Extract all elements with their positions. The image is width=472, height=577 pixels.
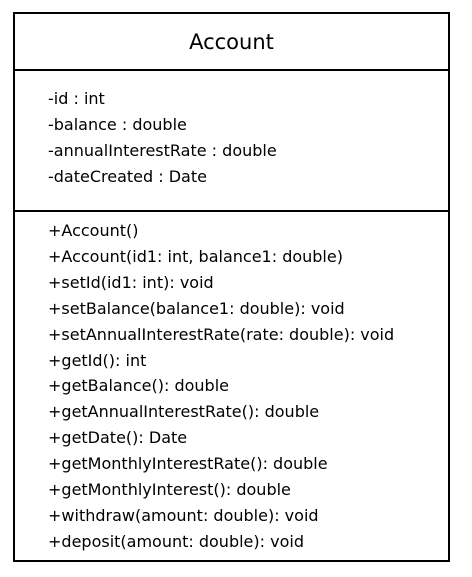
operation-get-monthly-interest: +getMonthlyInterest(): double <box>48 480 291 500</box>
attribute-date-created: -dateCreated : Date <box>48 167 207 186</box>
operation-get-id: +getId(): int <box>48 350 147 370</box>
operation-set-id: +setId(id1: int): void <box>48 272 214 292</box>
attribute-annual-interest-rate: -annualInterestRate : double <box>48 141 277 160</box>
operation-withdraw: +withdraw(amount: double): void <box>48 505 319 525</box>
operations-compartment: +Account() +Account(id1: int, balance1: … <box>15 212 448 555</box>
operation-get-annual-interest-rate: +getAnnualInterestRate(): double <box>48 402 320 422</box>
operation-account-constructor-args: +Account(id1: int, balance1: double) <box>48 246 343 266</box>
operation-set-annual-interest-rate: +setAnnualInterestRate(rate: double): vo… <box>48 324 395 344</box>
operation-get-date: +getDate(): Date <box>48 428 188 448</box>
operation-set-balance: +setBalance(balance1: double): void <box>48 298 345 318</box>
operation-get-monthly-interest-rate: +getMonthlyInterestRate(): double <box>48 454 328 474</box>
attribute-id: -id : int <box>48 89 105 108</box>
attribute-balance: -balance : double <box>48 115 187 134</box>
operation-deposit: +deposit(amount: double): void <box>48 531 304 551</box>
operation-get-balance: +getBalance(): double <box>48 376 229 396</box>
class-name: Account <box>15 14 448 71</box>
attributes-compartment: -id : int -balance : double -annualInter… <box>15 71 448 212</box>
uml-class-box: Account -id : int -balance : double -ann… <box>13 12 450 562</box>
operation-account-constructor: +Account() <box>48 221 139 240</box>
